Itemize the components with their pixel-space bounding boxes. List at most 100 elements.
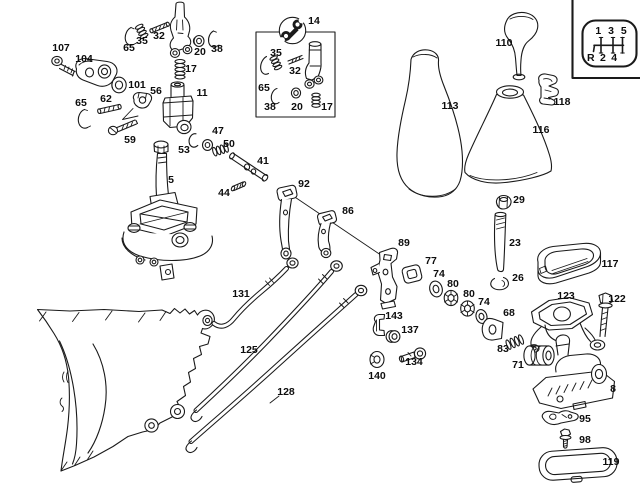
grommet-140 bbox=[369, 350, 385, 369]
selector-lever-86 bbox=[316, 210, 338, 259]
retaining-clip-118 bbox=[538, 73, 559, 106]
part-label-143: 143 bbox=[385, 309, 403, 322]
selector-lever-92 bbox=[276, 184, 298, 260]
part-label-65: 65 bbox=[123, 41, 135, 54]
bolt-107 bbox=[51, 55, 76, 77]
part-label-68: 68 bbox=[503, 306, 515, 319]
part-label-98: 98 bbox=[579, 433, 591, 446]
clamp-nut-56 bbox=[132, 91, 153, 109]
part-label-80: 80 bbox=[447, 277, 459, 290]
service-kit-box-14 bbox=[255, 16, 336, 118]
part-label-8: 8 bbox=[610, 382, 616, 395]
part-label-17: 17 bbox=[185, 62, 197, 75]
part-label-116: 116 bbox=[532, 123, 550, 136]
leader-lines bbox=[122, 108, 384, 404]
shift-pattern-inset bbox=[571, 0, 640, 80]
part-label-140: 140 bbox=[368, 369, 386, 382]
part-label-118: 118 bbox=[553, 95, 571, 108]
part-label-38: 38 bbox=[264, 100, 276, 113]
shift-pattern-gate-lines bbox=[592, 36, 625, 54]
nut-29 bbox=[495, 194, 512, 210]
rubber-bushing-71 bbox=[523, 345, 555, 366]
bolt-98 bbox=[559, 428, 572, 449]
part-label-5: 5 bbox=[168, 173, 174, 186]
lock-washer-80-a bbox=[443, 289, 459, 307]
bracket-plate-104 bbox=[75, 57, 118, 87]
part-label-65: 65 bbox=[258, 81, 270, 94]
shift-pattern-bottom-row: R 2 4 bbox=[586, 52, 618, 64]
selector-fork bbox=[169, 1, 193, 58]
shift-boot-113 bbox=[396, 49, 464, 198]
detent-housing-11 bbox=[162, 81, 194, 135]
part-label-20: 20 bbox=[194, 45, 206, 58]
part-label-117: 117 bbox=[601, 257, 619, 270]
shift-rod-128 bbox=[185, 284, 368, 454]
gasket-119 bbox=[538, 447, 618, 483]
part-label-53: 53 bbox=[178, 143, 190, 156]
lock-washer-80-b bbox=[460, 300, 475, 317]
part-label-32: 32 bbox=[153, 29, 165, 42]
part-label-74: 74 bbox=[478, 295, 490, 308]
part-label-122: 122 bbox=[608, 292, 626, 305]
ring-74-a bbox=[429, 280, 443, 298]
part-label-50: 50 bbox=[223, 137, 235, 150]
bolt-59 bbox=[107, 119, 139, 136]
part-label-128: 128 bbox=[277, 385, 295, 398]
square-nut-77 bbox=[401, 264, 423, 284]
part-label-65: 65 bbox=[75, 96, 87, 109]
part-label-47: 47 bbox=[212, 124, 224, 137]
part-label-125: 125 bbox=[240, 343, 258, 356]
part-label-95: 95 bbox=[579, 412, 591, 425]
shift-rod-125 bbox=[190, 260, 343, 423]
circlip-65-top bbox=[124, 26, 137, 46]
part-label-80: 80 bbox=[463, 287, 475, 300]
part-label-44: 44 bbox=[218, 186, 230, 199]
part-label-62: 62 bbox=[100, 92, 112, 105]
kit-circlip-38 bbox=[270, 87, 280, 105]
kit-bushing-20 bbox=[290, 87, 302, 99]
part-label-83: 83 bbox=[497, 342, 509, 355]
shift-rod-23 bbox=[493, 211, 507, 273]
pin-62 bbox=[97, 103, 122, 115]
gearshift-base-assembly-5 bbox=[121, 140, 214, 281]
spring-35 bbox=[134, 23, 149, 40]
part-label-59: 59 bbox=[124, 133, 136, 146]
kit-selector-shaft bbox=[304, 41, 324, 89]
clip-26 bbox=[490, 276, 509, 291]
washer-53 bbox=[201, 139, 214, 151]
part-label-20: 20 bbox=[291, 100, 303, 113]
stop-pad-68 bbox=[481, 317, 504, 341]
kit-pin-32 bbox=[287, 54, 304, 65]
part-label-41: 41 bbox=[257, 154, 269, 167]
part-label-86: 86 bbox=[342, 204, 354, 217]
circlip-65-mid bbox=[77, 108, 91, 129]
bolt-122 bbox=[589, 292, 614, 351]
rod-end-134 bbox=[398, 347, 427, 363]
part-label-77: 77 bbox=[425, 254, 437, 267]
part-label-17: 17 bbox=[321, 100, 333, 113]
clip-143 bbox=[372, 313, 386, 337]
seal-ring-101 bbox=[111, 76, 127, 94]
bearing-housing-8 bbox=[532, 334, 616, 411]
console-tray-117 bbox=[537, 242, 602, 285]
connecting-rod-41 bbox=[228, 152, 269, 182]
part-label-131: 131 bbox=[232, 287, 250, 300]
circlip-47 bbox=[188, 133, 199, 148]
spring-50 bbox=[212, 143, 229, 157]
part-label-107: 107 bbox=[52, 41, 70, 54]
shift-rod-131 bbox=[211, 257, 299, 329]
part-label-92: 92 bbox=[298, 177, 310, 190]
part-label-119: 119 bbox=[602, 455, 620, 468]
part-label-56: 56 bbox=[150, 84, 162, 97]
part-label-26: 26 bbox=[512, 271, 524, 284]
shift-tower-ring bbox=[202, 314, 213, 327]
part-label-74: 74 bbox=[433, 267, 445, 280]
bushing-20 bbox=[192, 34, 205, 48]
part-label-89: 89 bbox=[398, 236, 410, 249]
kit-circlip-65 bbox=[260, 55, 270, 75]
part-label-38: 38 bbox=[211, 42, 223, 55]
part-label-134: 134 bbox=[405, 355, 423, 368]
kit-spring-17 bbox=[311, 92, 321, 108]
part-label-14: 14 bbox=[308, 14, 320, 27]
